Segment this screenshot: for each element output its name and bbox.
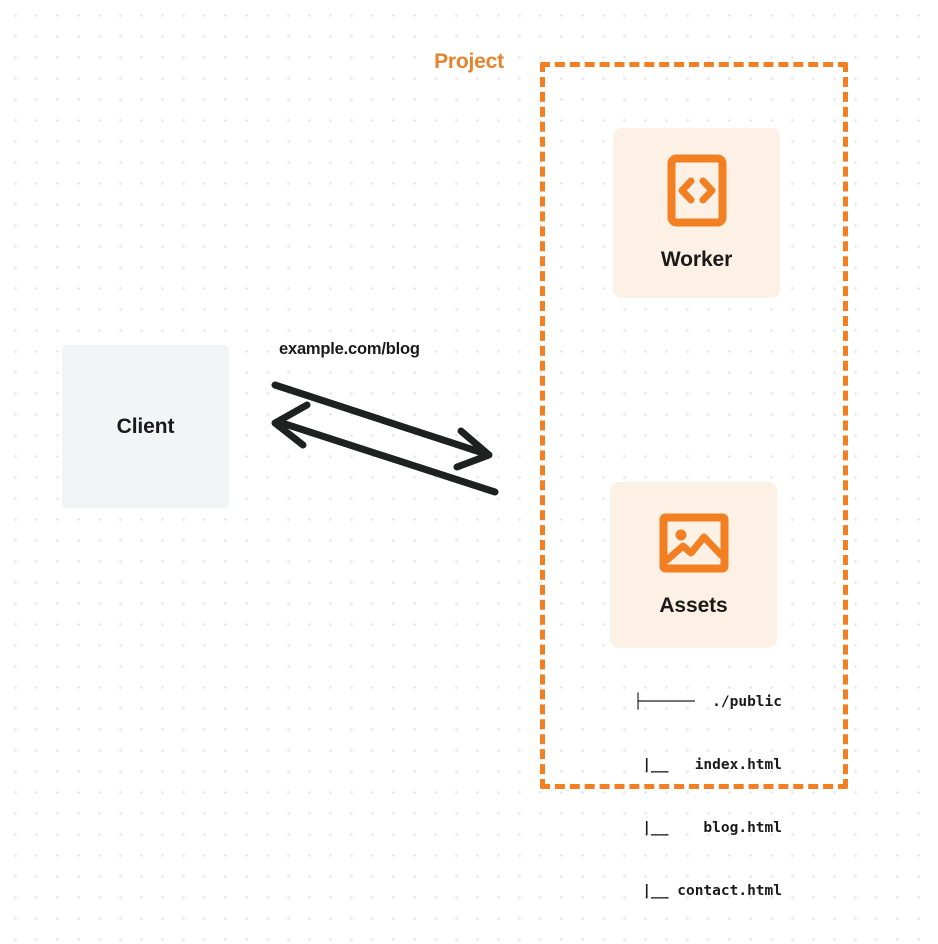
- project-title: Project: [428, 50, 510, 74]
- request-response-arrows: [271, 381, 499, 496]
- image-icon: [659, 513, 729, 578]
- request-url-label: example.com/blog: [279, 340, 420, 358]
- file-tree-line: |__ contact.html: [616, 883, 782, 899]
- client-label: Client: [116, 414, 175, 438]
- worker-card-label: Worker: [660, 248, 733, 271]
- assets-file-tree: ├────── ./public |__ index.html |__ blog…: [560, 650, 782, 944]
- code-file-icon: [667, 154, 727, 232]
- file-tree-line: |__ index.html: [616, 757, 782, 773]
- request-arrow: [271, 381, 493, 471]
- response-arrow: [271, 401, 499, 496]
- worker-card[interactable]: Worker: [613, 128, 780, 298]
- file-tree-line: |__ blog.html: [616, 820, 782, 836]
- diagram-canvas: Client example.com/blog Project Worker: [62, 50, 848, 899]
- assets-card-label: Assets: [659, 593, 728, 617]
- project-container: [540, 62, 848, 789]
- file-tree-line: ├────── ./public: [633, 694, 782, 710]
- assets-card[interactable]: Assets: [610, 482, 777, 648]
- client-node[interactable]: Client: [62, 345, 229, 508]
